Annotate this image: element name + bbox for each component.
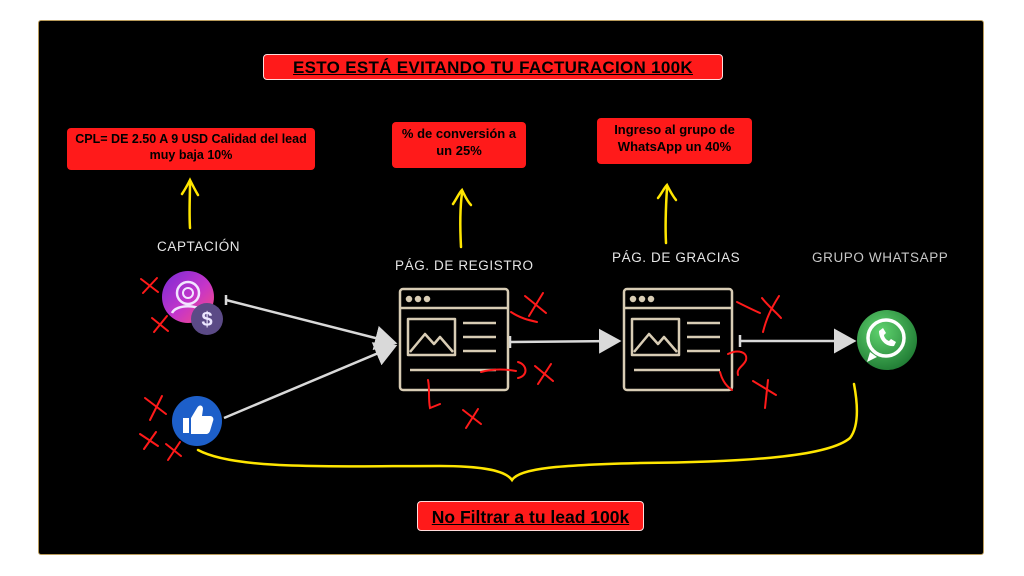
yellow-arrows <box>180 177 859 483</box>
x-mark-icon <box>139 431 159 450</box>
webpage-icon <box>398 287 510 392</box>
stage-label-whatsapp: GRUPO WHATSAPP <box>812 250 949 265</box>
connector-instagram-registro <box>225 298 398 351</box>
note-registro: % de conversión a un 25% <box>392 122 526 168</box>
svg-text:$: $ <box>201 309 212 331</box>
up-arrow-icon <box>180 177 200 230</box>
bottom-note: No Filtrar a tu lead 100k <box>417 501 644 531</box>
up-arrow-icon <box>451 187 473 249</box>
note-captacion: CPL= DE 2.50 A 9 USD Calidad del lead mu… <box>67 128 315 170</box>
connector-facebook-registro <box>223 342 398 420</box>
facebook-like-icon <box>172 396 222 446</box>
x-mark-icon <box>534 363 554 385</box>
x-mark-icon <box>140 277 159 294</box>
x-mark-icon <box>761 295 782 333</box>
x-mark-icon <box>462 408 482 429</box>
up-arrow-icon <box>656 182 678 245</box>
whatsapp-icon <box>857 310 917 370</box>
webpage-icon <box>622 287 734 392</box>
x-mark-icon <box>165 441 182 461</box>
x-mark-icon <box>752 379 777 409</box>
stage-label-registro: PÁG. DE REGISTRO <box>395 258 534 273</box>
red-marks <box>139 277 782 461</box>
x-mark-icon <box>151 315 169 333</box>
stage-label-captacion: CAPTACIÓN <box>157 239 241 254</box>
x-mark-icon <box>524 292 547 317</box>
connector-registro-gracias <box>509 328 622 354</box>
bracket-curve <box>196 382 859 483</box>
diagram-title: ESTO ESTÁ EVITANDO TU FACTURACION 100K <box>263 54 723 80</box>
note-gracias: Ingreso al grupo de WhatsApp un 40% <box>597 118 752 164</box>
dollar-icon: $ <box>191 303 223 335</box>
connectors <box>223 295 857 420</box>
x-mark-icon <box>144 395 167 421</box>
stage-label-gracias: PÁG. DE GRACIAS <box>612 250 741 265</box>
